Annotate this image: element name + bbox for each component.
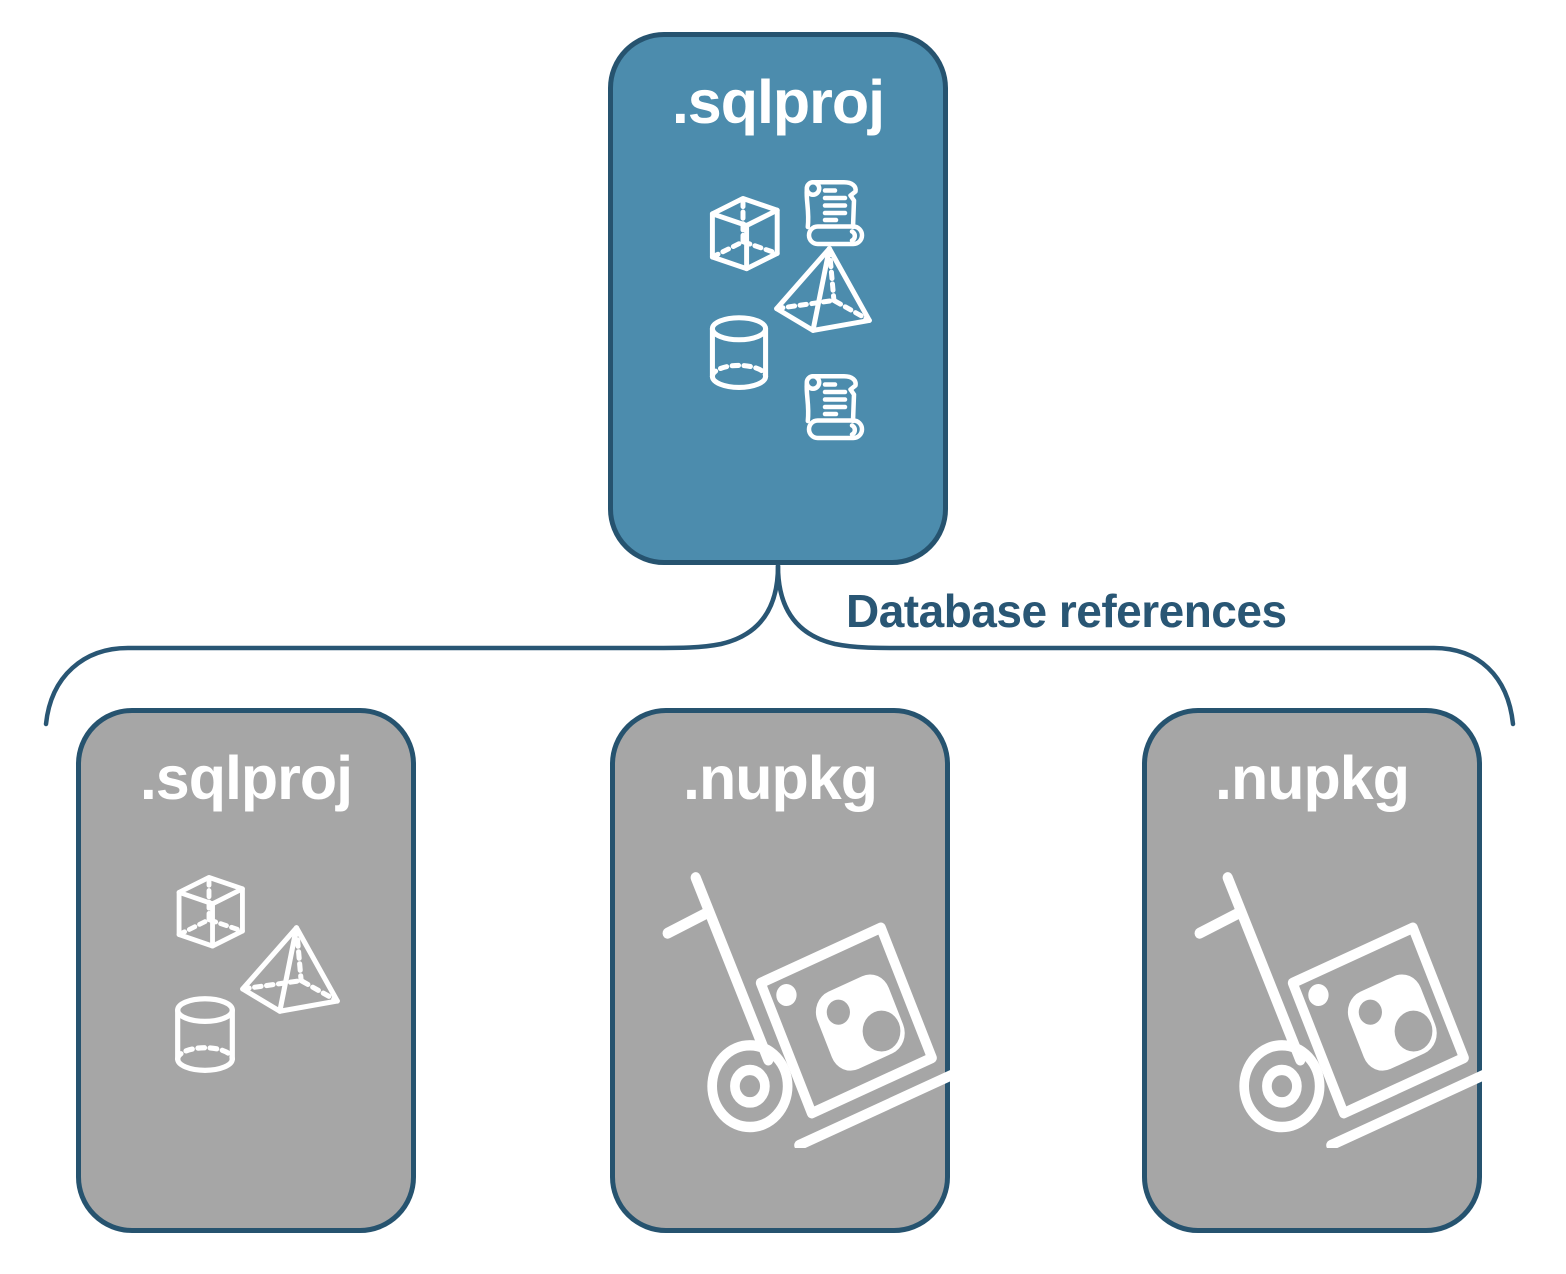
script-scroll-icon (804, 374, 865, 441)
nuget-package-dolly-icon (1194, 872, 1489, 1148)
root-node-sqlproj: .sqlproj (608, 32, 948, 565)
child-node-title: .sqlproj (139, 744, 353, 812)
child-node-nupkg-1: .nupkg (610, 708, 957, 1233)
child-node-nupkg-2: .nupkg (1142, 708, 1489, 1233)
database-references-label: Database references (846, 585, 1287, 637)
child-node-title: .nupkg (683, 744, 878, 812)
database-cylinder-icon (709, 315, 769, 390)
script-scroll-icon (804, 180, 865, 247)
pyramid-icon (240, 925, 340, 1014)
child-node-sqlproj: .sqlproj (76, 708, 416, 1233)
root-node-title: .sqlproj (671, 68, 885, 136)
cube-icon (176, 874, 245, 949)
cube-icon (709, 196, 780, 272)
nuget-package-dolly-icon (662, 872, 957, 1148)
pyramid-icon (774, 246, 872, 333)
child-node-title: .nupkg (1215, 744, 1410, 812)
database-cylinder-icon (175, 996, 235, 1073)
